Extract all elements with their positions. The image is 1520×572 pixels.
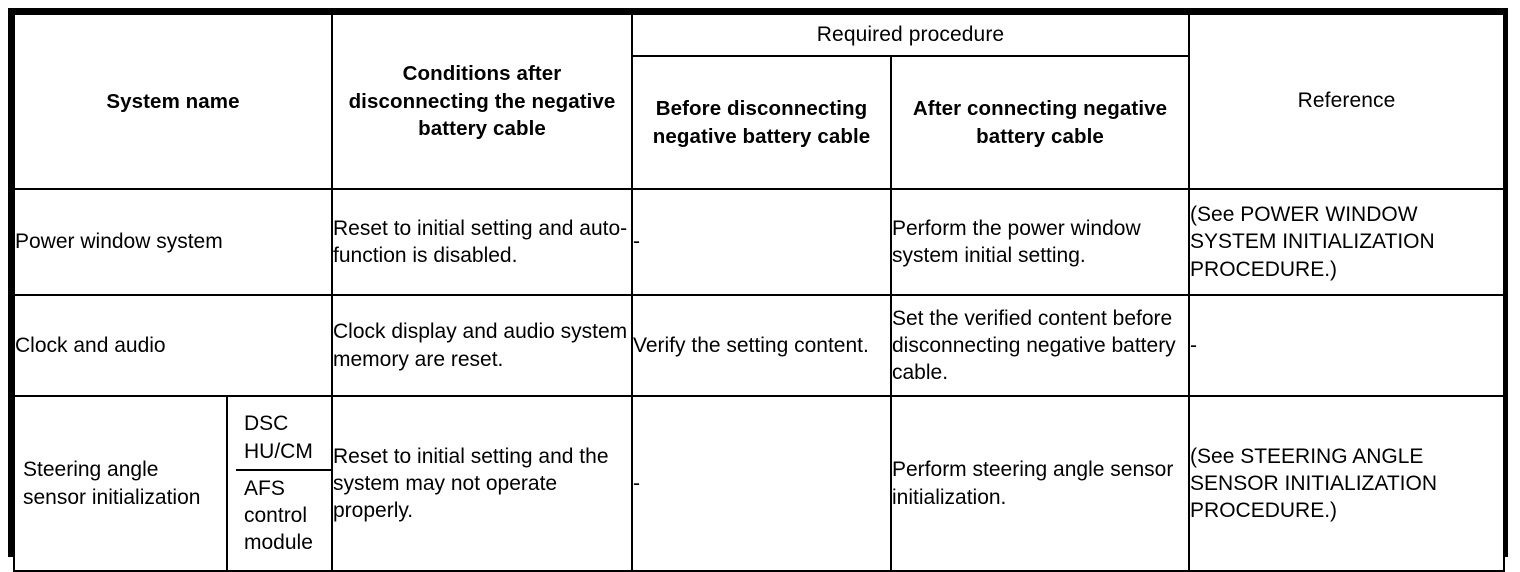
table-row: Clock and audio Clock display and audio … — [13, 294, 1506, 397]
cell-system-name-split: Steering angle sensor initialization DSC… — [13, 395, 366, 572]
cell-after: Set the verified content before disconne… — [889, 294, 1191, 397]
cell-system-name: Power window system — [13, 188, 333, 296]
cell-conditions: Clock display and audio system memory ar… — [331, 294, 633, 397]
table-row: Steering angle sensor initialization DSC… — [13, 395, 1506, 572]
cell-system-name: Steering angle sensor initialization — [15, 397, 228, 570]
battery-disconnection-table: System name Conditions after disconnecti… — [13, 13, 1506, 572]
cell-after: Perform steering angle sensor initializa… — [889, 395, 1191, 572]
sub-module-dsc-hu-cm: DSC HU/CM — [236, 406, 359, 471]
cell-before: Verify the setting content. — [631, 294, 892, 397]
cell-before: - — [631, 395, 892, 572]
table-row: Power window system Reset to initial set… — [13, 188, 1506, 296]
cell-before: - — [631, 188, 892, 296]
system-name-subtable: Steering angle sensor initialization DSC… — [15, 397, 366, 570]
header-cell-system-name: System name — [13, 13, 333, 190]
header-cell-required-procedure: Required procedure — [630, 13, 1191, 57]
cell-conditions: Reset to initial setting and the system … — [331, 395, 633, 572]
cell-reference: (See POWER WINDOW SYSTEM INITIALIZATION … — [1188, 188, 1506, 296]
cell-after: Perform the power window system initial … — [889, 188, 1191, 296]
table-header-row-sub: Before disconnecting negative battery ca… — [14, 55, 1504, 190]
sub-module-afs-control-module: AFS control module — [244, 476, 313, 555]
header-cell-after-connecting: After connecting negative battery cable — [889, 55, 1191, 190]
header-cell-before-disconnecting: Before disconnecting negative battery ca… — [631, 55, 892, 190]
cell-reference: - — [1188, 294, 1506, 397]
header-cell-conditions: Conditions after disconnecting the negat… — [331, 13, 633, 190]
table-outer-frame: System name Conditions after disconnecti… — [8, 8, 1508, 572]
header-cell-reference: Reference — [1188, 13, 1506, 190]
cell-system-name: Clock and audio — [13, 294, 333, 397]
cell-conditions: Reset to initial setting and auto-functi… — [331, 188, 633, 296]
table-header-row-top: System name Conditions after disconnecti… — [13, 13, 1506, 190]
cell-reference: (See STEERING ANGLE SENSOR INITIALIZATIO… — [1188, 395, 1506, 572]
